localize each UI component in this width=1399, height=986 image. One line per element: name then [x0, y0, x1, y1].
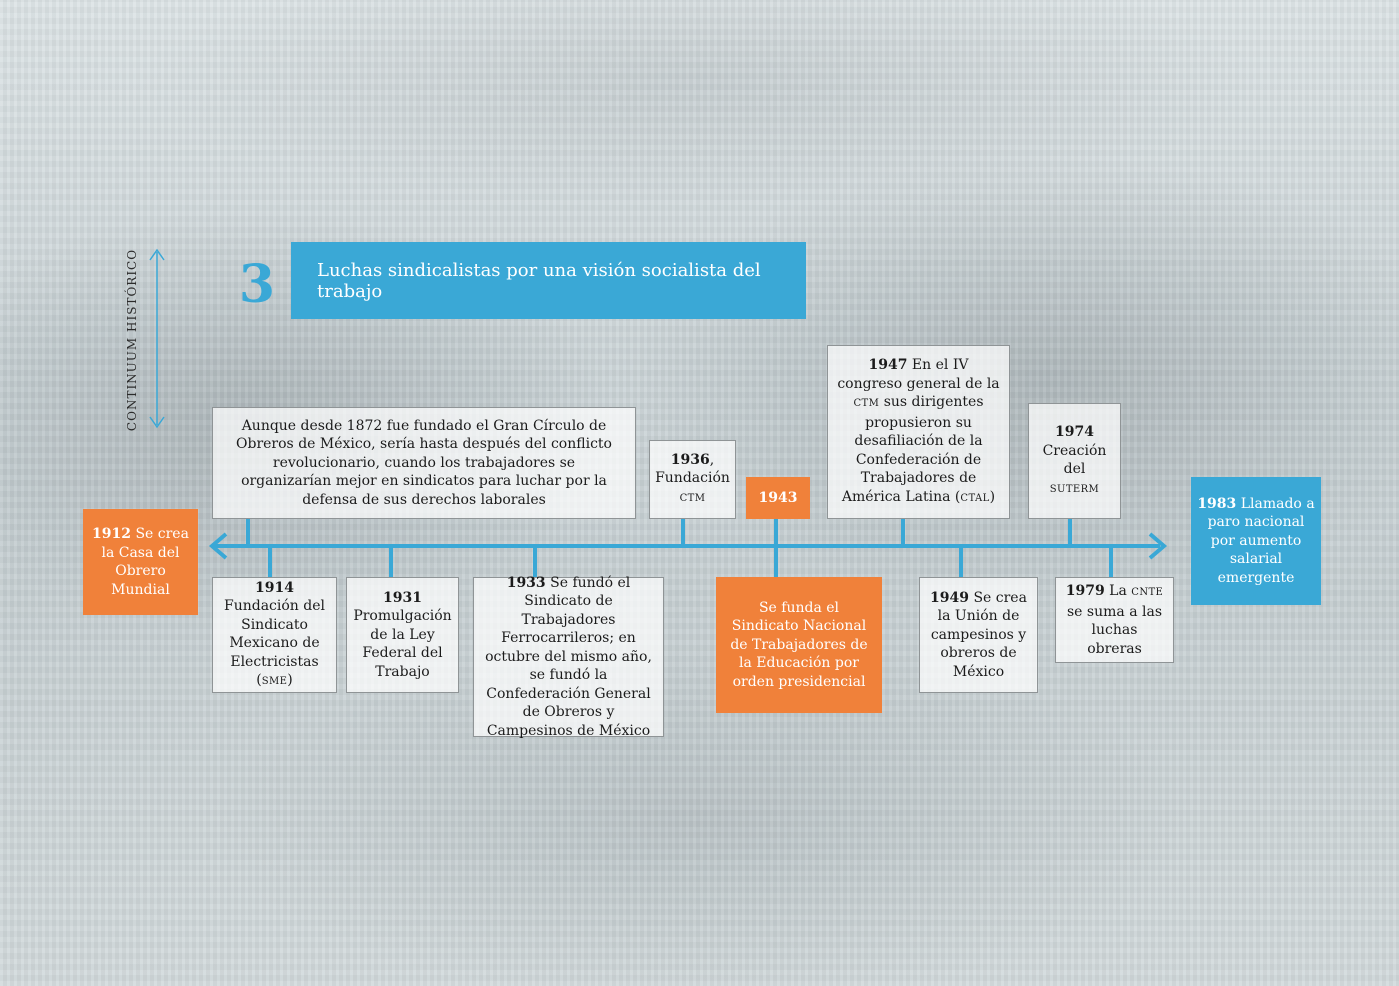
- event-1912: 1912 Se crea la Casa del Obrero Mundial: [83, 509, 198, 615]
- event-1933-text: Se fundó el Sindicato de Trabajadores Fe…: [485, 574, 652, 739]
- event-1949-text: Se crea la Unión de campesinos y obreros…: [930, 589, 1027, 680]
- event-1979-text: La: [1104, 583, 1132, 599]
- event-1974-text: Creación del: [1042, 442, 1107, 478]
- event-1947: 1947 En el IV congreso general de la CTM…: [827, 345, 1010, 519]
- event-1979-year: 1979: [1065, 583, 1105, 599]
- event-1914-text: Fundación del Sindicato Mexicano de Elec…: [224, 598, 325, 688]
- event-1979-abbr: CNTE: [1131, 587, 1164, 598]
- side-label: CONTINUUM HISTÓRICO: [125, 248, 139, 432]
- event-1974-abbr: SUTERM: [1049, 483, 1100, 495]
- event-1936-abbr: CTM: [679, 492, 706, 504]
- event-1912-text: Se crea la Casa del Obrero Mundial: [101, 526, 189, 598]
- axis-arrow-left: [208, 532, 228, 560]
- section-title-box: Luchas sindicalistas por una visión soci…: [291, 242, 806, 319]
- event-1949-year: 1949: [930, 589, 969, 606]
- event-1914-tail: ): [287, 672, 293, 688]
- event-1933: 1933 Se fundó el Sindicato de Trabajador…: [473, 574, 664, 739]
- event-1979-text2: se suma a las luchas obreras: [1067, 603, 1162, 657]
- event-1936-year: 1936: [670, 451, 710, 468]
- event-1947-tail: ): [989, 488, 996, 505]
- axis-arrow-right: [1148, 532, 1168, 560]
- event-1983: 1983 Llamado a paro nacional por aumento…: [1191, 477, 1321, 605]
- event-intro: Aunque desde 1872 fue fundado el Gran Cí…: [212, 407, 636, 519]
- event-1943-year: 1943: [758, 489, 798, 506]
- event-1936-text: , Fundación: [655, 451, 730, 487]
- event-1931-year: 1931: [383, 589, 422, 606]
- event-1933-year: 1933: [506, 574, 546, 591]
- event-1947-text2: sus dirigentes propusieron su desafiliac…: [841, 394, 984, 505]
- event-1949: 1949 Se crea la Unión de campesinos y ob…: [919, 577, 1038, 693]
- event-1943: Se funda el Sindicato Nacional de Trabaj…: [716, 577, 882, 713]
- event-1947-year: 1947: [868, 357, 908, 373]
- event-1979: 1979 La CNTE se suma a las luchas obrera…: [1055, 577, 1174, 663]
- event-1974-year: 1974: [1055, 424, 1094, 440]
- event-1912-year: 1912: [92, 526, 131, 542]
- event-1947-abbr: CTM: [853, 398, 880, 409]
- section-title: Luchas sindicalistas por una visión soci…: [317, 259, 761, 302]
- section-number: 3: [238, 254, 276, 315]
- event-1914-year: 1914: [255, 579, 294, 596]
- event-1943-year-tag: 1943: [746, 477, 810, 519]
- vertical-double-arrow: [149, 248, 165, 429]
- event-1947-text: En el IV congreso general de la: [837, 357, 1000, 392]
- event-1983-year: 1983: [1197, 495, 1237, 512]
- event-1914-abbr: SME: [261, 676, 288, 687]
- event-1983-text: Llamado a paro nacional por aumento sala…: [1207, 495, 1315, 586]
- event-1914: 1914 Fundación del Sindicato Mexicano de…: [212, 577, 337, 693]
- event-1943-text: Se funda el Sindicato Nacional de Trabaj…: [730, 599, 868, 690]
- event-intro-text: Aunque desde 1872 fue fundado el Gran Cí…: [236, 417, 612, 508]
- event-1947-abbr2: CTAL: [960, 492, 990, 504]
- event-1931-text: Promulgación de la Ley Federal del Traba…: [353, 608, 452, 680]
